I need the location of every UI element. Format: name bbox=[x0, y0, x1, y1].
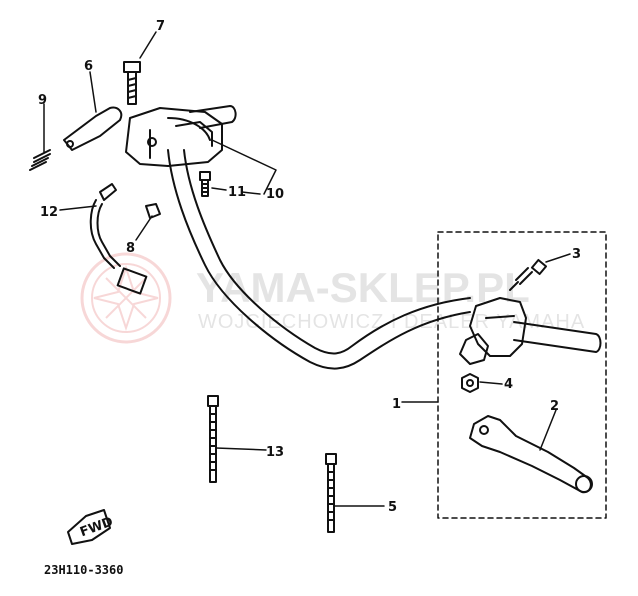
watermark-title: YAMA-SKLEP.PL bbox=[196, 264, 530, 311]
callout-8: 8 bbox=[126, 241, 135, 256]
screw-11 bbox=[199, 171, 211, 197]
screw-3 bbox=[509, 258, 548, 291]
cable-tie-13 bbox=[207, 395, 219, 483]
callout-labels: 1 2 3 4 5 6 7 8 9 10 11 12 13 bbox=[38, 19, 581, 515]
collar-8 bbox=[145, 203, 161, 219]
left-switch-housing bbox=[125, 107, 223, 167]
bolt-7 bbox=[123, 61, 141, 105]
brake-lever bbox=[469, 415, 593, 494]
spring-9 bbox=[29, 149, 51, 171]
callout-10: 10 bbox=[266, 187, 284, 202]
callout-12: 12 bbox=[40, 205, 58, 220]
callout-13: 13 bbox=[266, 445, 284, 460]
leader-lines bbox=[43, 31, 571, 507]
switch-wire-12 bbox=[89, 183, 148, 295]
assembly-group-box bbox=[437, 231, 607, 519]
lever-holder bbox=[459, 297, 527, 365]
callout-2: 2 bbox=[550, 399, 559, 414]
callout-6: 6 bbox=[84, 59, 93, 74]
callout-9: 9 bbox=[38, 93, 47, 108]
callout-7: 7 bbox=[156, 19, 165, 34]
watermark: YAMA-SKLEP.PL WOJCIECHOWICZ I DEALER YAM… bbox=[80, 252, 584, 344]
fwd-arrow-icon bbox=[67, 509, 111, 545]
callout-3: 3 bbox=[572, 247, 581, 262]
callout-4: 4 bbox=[504, 377, 513, 392]
handlebar bbox=[167, 105, 602, 370]
nut-4 bbox=[461, 373, 479, 393]
watermark-logo bbox=[80, 252, 172, 344]
callout-1: 1 bbox=[392, 397, 401, 412]
part-code: 23H110-3360 bbox=[44, 563, 123, 577]
callout-5: 5 bbox=[388, 500, 397, 515]
lever-6 bbox=[63, 106, 123, 151]
callout-11: 11 bbox=[228, 185, 246, 200]
cable-tie-5 bbox=[325, 453, 337, 533]
